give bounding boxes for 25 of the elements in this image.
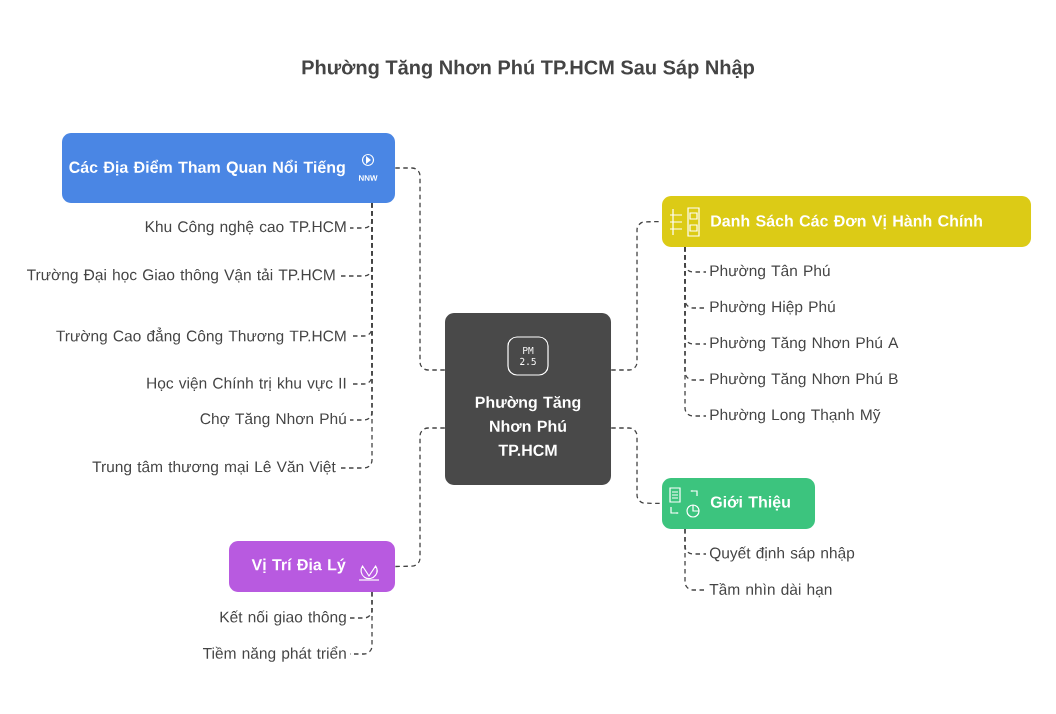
list-item: Khu Công nghệ cao TP.HCM: [145, 220, 346, 236]
topic-box: Giới Thiệu: [662, 478, 815, 529]
connector: [338, 202, 373, 469]
list-item: Trường Cao đẳng Công Thương TP.HCM: [56, 327, 346, 345]
list-item: Phường Hiệp Phú: [710, 300, 835, 316]
list-item: Chợ Tăng Nhơn Phú: [200, 412, 346, 428]
connector: [394, 167, 446, 371]
list-item: Quyết định sáp nhập: [709, 546, 855, 562]
connector: [610, 427, 663, 505]
connector: [394, 427, 446, 568]
connector: [684, 246, 707, 417]
list-item: Trung tâm thương mại Lê Văn Việt: [92, 460, 336, 476]
list-item: Tiềm năng phát triển: [203, 646, 346, 662]
list-item: Phường Tăng Nhơn Phú B: [710, 372, 898, 388]
title: Phường Tăng Nhơn Phú TP.HCM Sau Sáp Nhập: [302, 59, 755, 79]
list-item: Phường Tân Phú: [710, 264, 830, 280]
list-item: Kết nối giao thông: [220, 610, 346, 626]
list-item: Học viện Chính trị khu vực II: [147, 377, 346, 391]
list-item: Phường Tăng Nhơn Phú A: [710, 336, 899, 352]
topic-box: Danh Sách Các Đơn Vị Hành Chính: [662, 196, 1031, 247]
topic-box: Vị Trí Địa Lý: [229, 541, 395, 592]
connector: [684, 528, 707, 591]
list-item: Trường Đại học Giao thông Vận tải TP.HCM: [27, 268, 335, 284]
list-item: Tầm nhìn dài hạn: [709, 582, 832, 598]
list-item: Phường Long Thạnh Mỹ: [710, 408, 881, 424]
